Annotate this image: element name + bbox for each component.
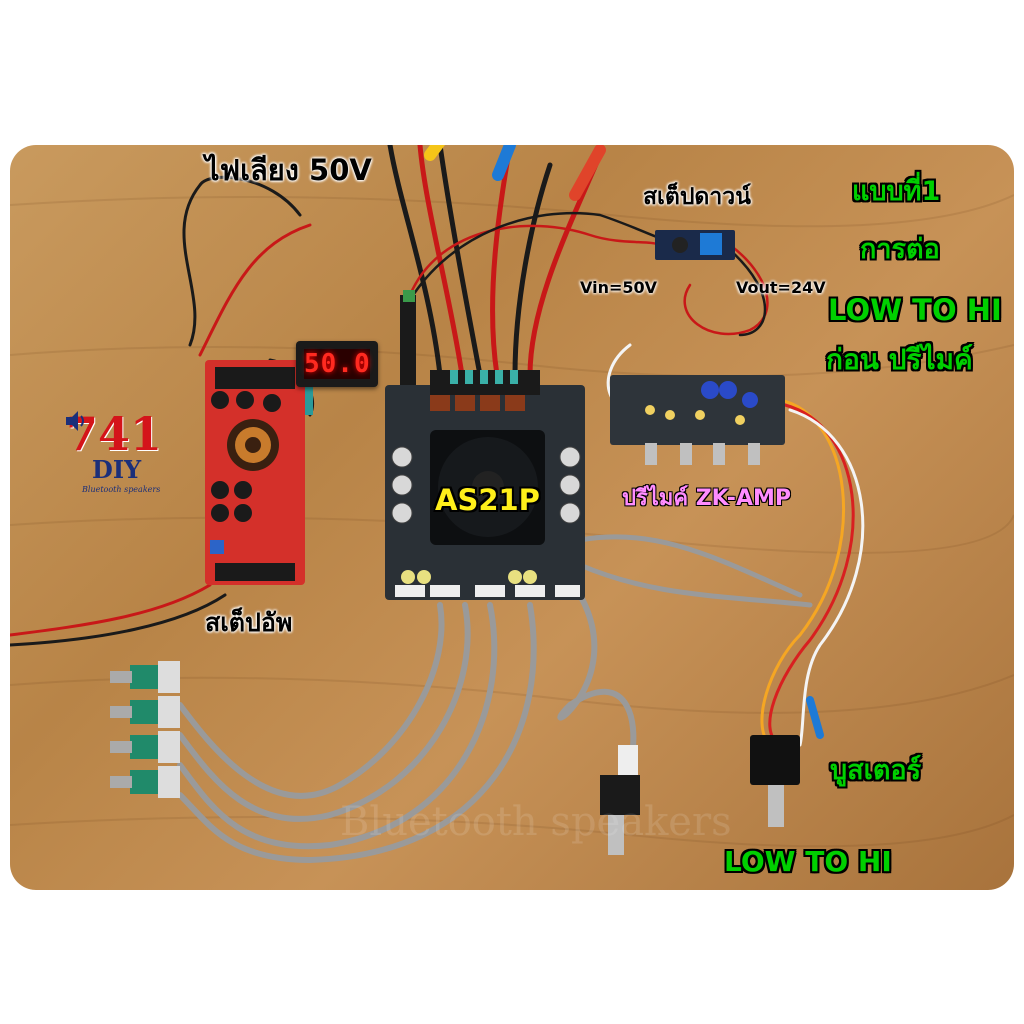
wiring-illustration: Bluetooth speakers — [10, 145, 1014, 864]
brand-logo: 741 DIY Bluetooth speakers — [62, 407, 172, 497]
power-title-label: ไฟเลียง 50V — [205, 153, 372, 187]
svg-text:Bluetooth speakers: Bluetooth speakers — [340, 799, 732, 845]
volume-pot — [600, 745, 640, 855]
main-amp-board — [385, 290, 585, 600]
board-name-label: AS21P — [435, 483, 540, 517]
logo-tagline: Bluetooth speakers — [82, 485, 161, 494]
tone-pots — [110, 661, 180, 798]
connection-label: การต่อ — [860, 234, 940, 265]
step-down-board — [655, 230, 735, 260]
low-to-hi-top-label: LOW TO HI — [828, 293, 1002, 327]
preamp-label: ปรีไมค์ ZK-AMP — [622, 486, 791, 511]
booster-label: บูสเตอร์ — [830, 755, 922, 786]
voltmeter-reading: 50.0 — [304, 349, 371, 379]
step-down-label: สเต็ปดาวน์ — [643, 184, 751, 210]
vin-label: Vin=50V — [580, 278, 658, 297]
vout-label: Vout=24V — [736, 278, 826, 297]
booster-board — [750, 735, 800, 827]
type1-label: แบบที่1 — [852, 176, 941, 207]
speaker-icon — [66, 411, 84, 431]
voltmeter-display: 50.0 — [296, 341, 378, 387]
low-to-hi-bottom-label: LOW TO HI — [724, 845, 892, 878]
step-up-label: สเต็ปอัพ — [205, 608, 293, 637]
before-preamp-label: ก่อน ปรีไมค์ — [826, 343, 973, 376]
logo-name: DIY — [92, 455, 142, 484]
product-photo: Bluetooth speakers 50.0 741 DIY Bluetoot… — [10, 145, 1014, 890]
preamp-board — [610, 375, 785, 465]
step-up-board — [205, 360, 313, 585]
